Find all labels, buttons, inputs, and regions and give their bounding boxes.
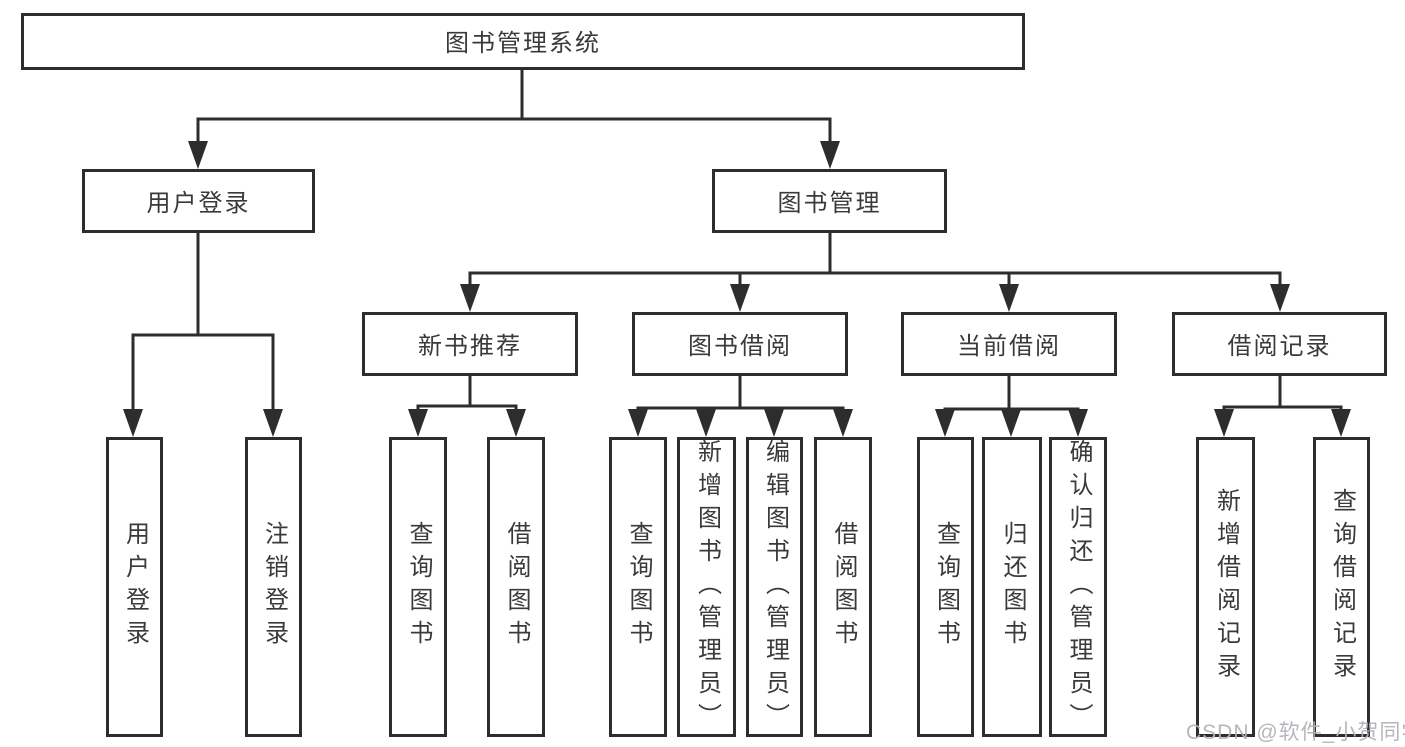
node-new-book-recommendation: 新书推荐 (362, 312, 578, 376)
leaf-query-books: 查询图书 (609, 437, 667, 737)
node-current-borrowing: 当前借阅 (901, 312, 1117, 376)
leaf-edit-books-admin: 编辑图书（管理员） (746, 437, 803, 737)
node-library-management-system: 图书管理系统 (21, 13, 1025, 70)
leaf-return-books: 归还图书 (982, 437, 1042, 737)
leaf-query-borrow-record: 查询借阅记录 (1313, 437, 1370, 737)
node-book-management: 图书管理 (712, 169, 947, 233)
node-label: 借阅记录 (1227, 332, 1332, 360)
leaf-add-borrow-record: 新增借阅记录 (1196, 437, 1255, 737)
leaf-label: 编辑图书（管理员） (761, 438, 789, 736)
node-label: 图书管理系统 (445, 30, 601, 57)
leaf-add-books-admin: 新增图书（管理员） (677, 437, 736, 737)
node-borrowing-records: 借阅记录 (1172, 312, 1387, 376)
leaf-label: 注销登录 (260, 521, 288, 653)
csdn-watermark: CSDN @软件_小贺同学 (1186, 721, 1405, 744)
leaf-label: 查询借阅记录 (1328, 488, 1356, 686)
node-user-login: 用户登录 (82, 169, 315, 233)
leaf-label: 借阅图书 (503, 521, 530, 653)
node-label: 图书借阅 (688, 332, 792, 360)
leaf-label: 新增借阅记录 (1212, 488, 1240, 686)
leaf-label: 归还图书 (999, 521, 1026, 653)
node-label: 图书管理 (777, 189, 882, 217)
leaf-label: 新增图书（管理员） (693, 438, 721, 736)
node-label: 新书推荐 (418, 332, 522, 360)
leaf-label: 用户登录 (121, 521, 149, 653)
leaf-confirm-return-admin: 确认归还（管理员） (1049, 437, 1107, 737)
node-book-borrowing: 图书借阅 (632, 312, 848, 376)
leaf-user-login: 用户登录 (106, 437, 163, 737)
leaf-label: 查询图书 (405, 521, 432, 653)
leaf-label: 查询图书 (625, 521, 652, 653)
leaf-query-books: 查询图书 (389, 437, 447, 737)
leaf-label: 确认归还（管理员） (1065, 438, 1092, 736)
leaf-label: 借阅图书 (830, 521, 857, 653)
leaf-borrow-books: 借阅图书 (814, 437, 872, 737)
leaf-label: 查询图书 (932, 521, 960, 653)
node-label: 用户登录 (146, 189, 251, 217)
leaf-query-books: 查询图书 (917, 437, 974, 737)
node-label: 当前借阅 (957, 332, 1061, 360)
leaf-borrow-books: 借阅图书 (487, 437, 545, 737)
leaf-logout: 注销登录 (245, 437, 302, 737)
